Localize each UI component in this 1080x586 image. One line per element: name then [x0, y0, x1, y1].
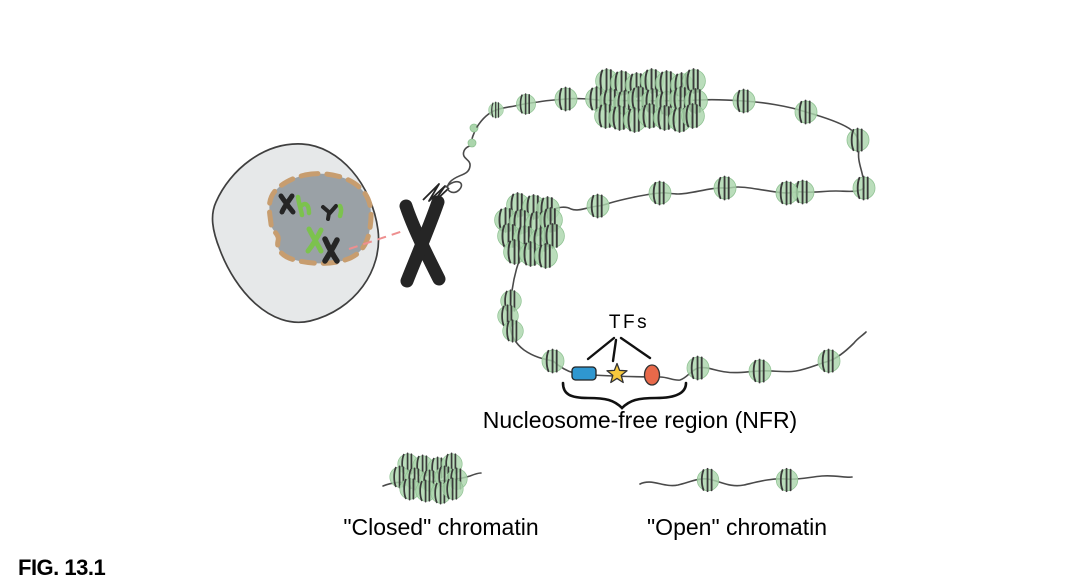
nucleosome [441, 477, 465, 501]
tf-pointer-right [619, 336, 652, 360]
tf-pointer-middle [611, 338, 618, 363]
tf-blue-box [571, 366, 597, 381]
nucleosome [775, 467, 799, 493]
legend-open-line [639, 474, 853, 487]
nfr-label: Nucleosome-free region (NFR) [483, 407, 797, 433]
cell [211, 143, 380, 324]
nucleosome [713, 175, 737, 201]
nucleosome [732, 88, 756, 114]
nucleosome [586, 193, 610, 219]
nucleosome [487, 101, 505, 119]
nuclear-chromosomes [278, 193, 344, 264]
legend-open-nucleosomes [696, 467, 799, 493]
unwinding-dna-squiggle [445, 123, 479, 194]
nucleosome [846, 127, 870, 153]
tf-yellow-star [606, 362, 628, 384]
closed-chromatin-cluster-left [493, 192, 566, 269]
nucleosome [794, 99, 818, 125]
tf-orange-oval [643, 364, 661, 386]
nfr-brace [561, 381, 688, 410]
nucleus [266, 171, 374, 266]
nucleosome [541, 348, 565, 374]
dna-strand-middle [537, 186, 865, 216]
zoom-link-line [348, 230, 404, 250]
nucleosome [696, 467, 720, 493]
nucleosome [501, 319, 525, 343]
tf-region: TFs [571, 312, 661, 386]
legend-open-chromatin: "Open" chromatin [639, 467, 853, 540]
tf-pointer-left [586, 336, 616, 361]
nucleosome [554, 86, 578, 112]
legend-closed-label: "Closed" chromatin [343, 514, 538, 540]
nucleosome [748, 358, 772, 384]
figure-caption: FIG. 13.1 [18, 555, 105, 580]
nucleosome [680, 103, 706, 129]
legend-closed-cluster [388, 452, 469, 505]
nucleosome [648, 180, 672, 206]
legend-closed-chromatin: "Closed" chromatin [343, 452, 539, 540]
legend-open-label: "Open" chromatin [647, 514, 827, 540]
nucleosome [686, 355, 710, 381]
closed-chromatin-cluster-top [584, 68, 709, 133]
chromosome [399, 183, 450, 288]
dna-coil [422, 183, 450, 203]
tfs-label: TFs [609, 312, 649, 333]
nucleosome [817, 348, 841, 374]
nucleosome [533, 243, 559, 269]
nucleosome [515, 93, 537, 115]
nucleosome [852, 175, 876, 201]
nucleosome [775, 180, 799, 206]
